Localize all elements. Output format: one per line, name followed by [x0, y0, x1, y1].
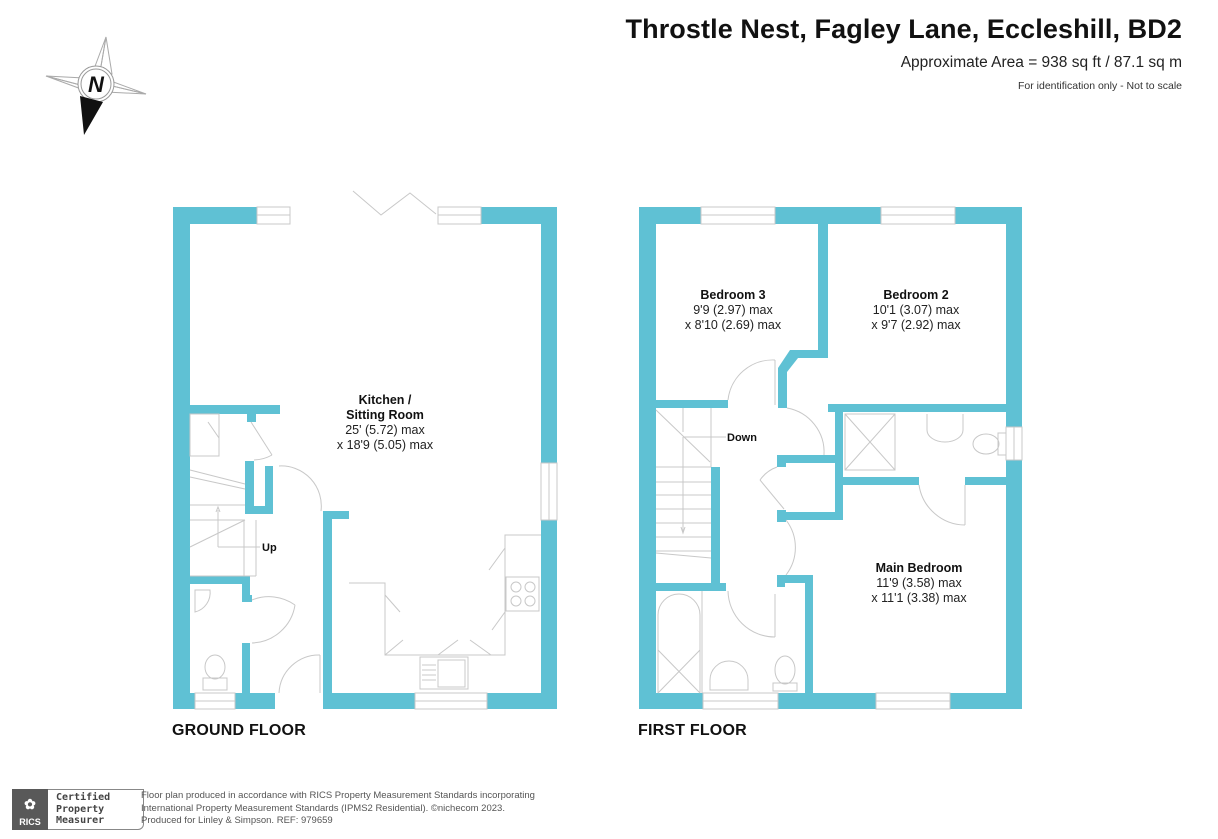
room-bedroom-2: Bedroom 2 10'1 (3.07) max x 9'7 (2.92) m… — [871, 288, 960, 333]
badge-line-3: Measurer — [56, 815, 105, 826]
footer-line-2: International Property Measurement Stand… — [141, 802, 505, 814]
room-name-line-2: Sitting Room — [346, 408, 424, 422]
room-dimension-2: x 11'1 (3.38) max — [871, 591, 967, 605]
rics-lion-icon: ✿ — [24, 796, 36, 812]
room-dimension-1: 9'9 (2.97) max — [693, 303, 773, 317]
ground-floor-walls — [173, 207, 557, 709]
room-name: Main Bedroom — [875, 561, 963, 575]
room-dimension-2: x 9'7 (2.92) max — [871, 318, 961, 332]
footer-line-1: Floor plan produced in accordance with R… — [141, 790, 535, 801]
room-dimension-1: 11'9 (3.58) max — [876, 576, 962, 590]
room-name: Kitchen / — [358, 393, 412, 407]
stairs-down-label: Down — [727, 432, 757, 444]
first-floor-walls — [639, 207, 1022, 709]
footer-disclaimer: Floor plan produced in accordance with R… — [141, 790, 535, 828]
room-name: Bedroom 3 — [700, 288, 766, 302]
room-dimension-2: x 18'9 (5.05) max — [336, 438, 434, 452]
stairs-up-label: Up — [262, 542, 277, 554]
first-floor-label: FIRST FLOOR — [638, 722, 747, 739]
rics-logo-text: RICS — [19, 817, 41, 827]
room-dimension-1: 10'1 (3.07) max — [872, 303, 960, 317]
room-kitchen-sitting-room: Kitchen / Sitting Room 25' (5.72) max x … — [337, 393, 433, 453]
badge-line-2: Property — [56, 803, 105, 815]
room-name: Bedroom 2 — [883, 288, 949, 302]
rics-certified-badge: ✿ RICS Certified Property Measurer — [12, 789, 144, 830]
approximate-area: Approximate Area = 938 sq ft / 87.1 sq m — [900, 54, 1182, 71]
footer-line-3: Produced for Linley & Simpson. REF: 9796… — [141, 815, 333, 826]
first-floor-fixtures — [655, 206, 1023, 710]
certified-measurer-text: Certified Property Measurer — [48, 789, 144, 830]
room-bedroom-3: Bedroom 3 9'9 (2.97) max x 8'10 (2.69) m… — [685, 288, 781, 333]
property-title: Throstle Nest, Fagley Lane, Eccleshill, … — [625, 14, 1182, 44]
badge-line-1: Certified — [56, 792, 111, 803]
ground-floor-fixtures — [189, 190, 558, 710]
room-main-bedroom: Main Bedroom 11'9 (3.58) max x 11'1 (3.3… — [871, 561, 966, 606]
rics-logo: ✿ RICS — [12, 789, 48, 830]
compass-north-icon: N — [45, 36, 147, 135]
room-dimension-2: x 8'10 (2.69) max — [684, 318, 782, 332]
scale-disclaimer: For identification only - Not to scale — [1018, 80, 1182, 92]
room-dimension-1: 25' (5.72) max — [345, 423, 425, 437]
compass-letter: N — [88, 72, 105, 97]
ground-floor-label: GROUND FLOOR — [172, 722, 306, 739]
